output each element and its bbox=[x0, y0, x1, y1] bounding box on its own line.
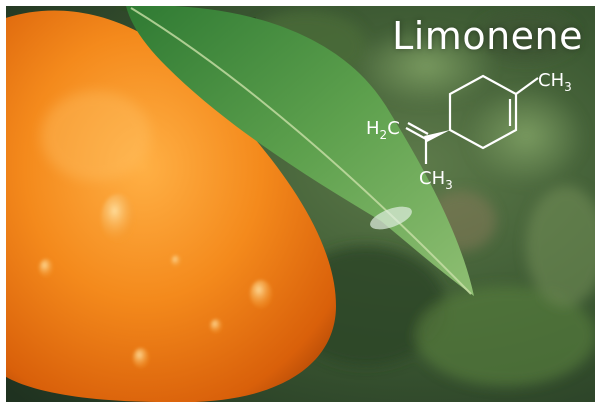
label-methyl-bottom: CH3 bbox=[419, 168, 453, 192]
limonene-structure bbox=[405, 74, 539, 164]
compound-title: Limonene bbox=[392, 14, 583, 58]
methyl-top-text: CH bbox=[538, 70, 564, 91]
label-methylene: H2C bbox=[366, 118, 400, 142]
water-droplets bbox=[39, 194, 272, 368]
structure-labels: CH3 H2C CH3 bbox=[366, 70, 572, 192]
leaf bbox=[126, 6, 474, 296]
photo-orange-on-branch: CH3 H2C CH3 bbox=[6, 6, 595, 402]
label-methyl-top: CH3 bbox=[538, 70, 572, 94]
photo-illustration: CH3 H2C CH3 bbox=[6, 6, 595, 402]
